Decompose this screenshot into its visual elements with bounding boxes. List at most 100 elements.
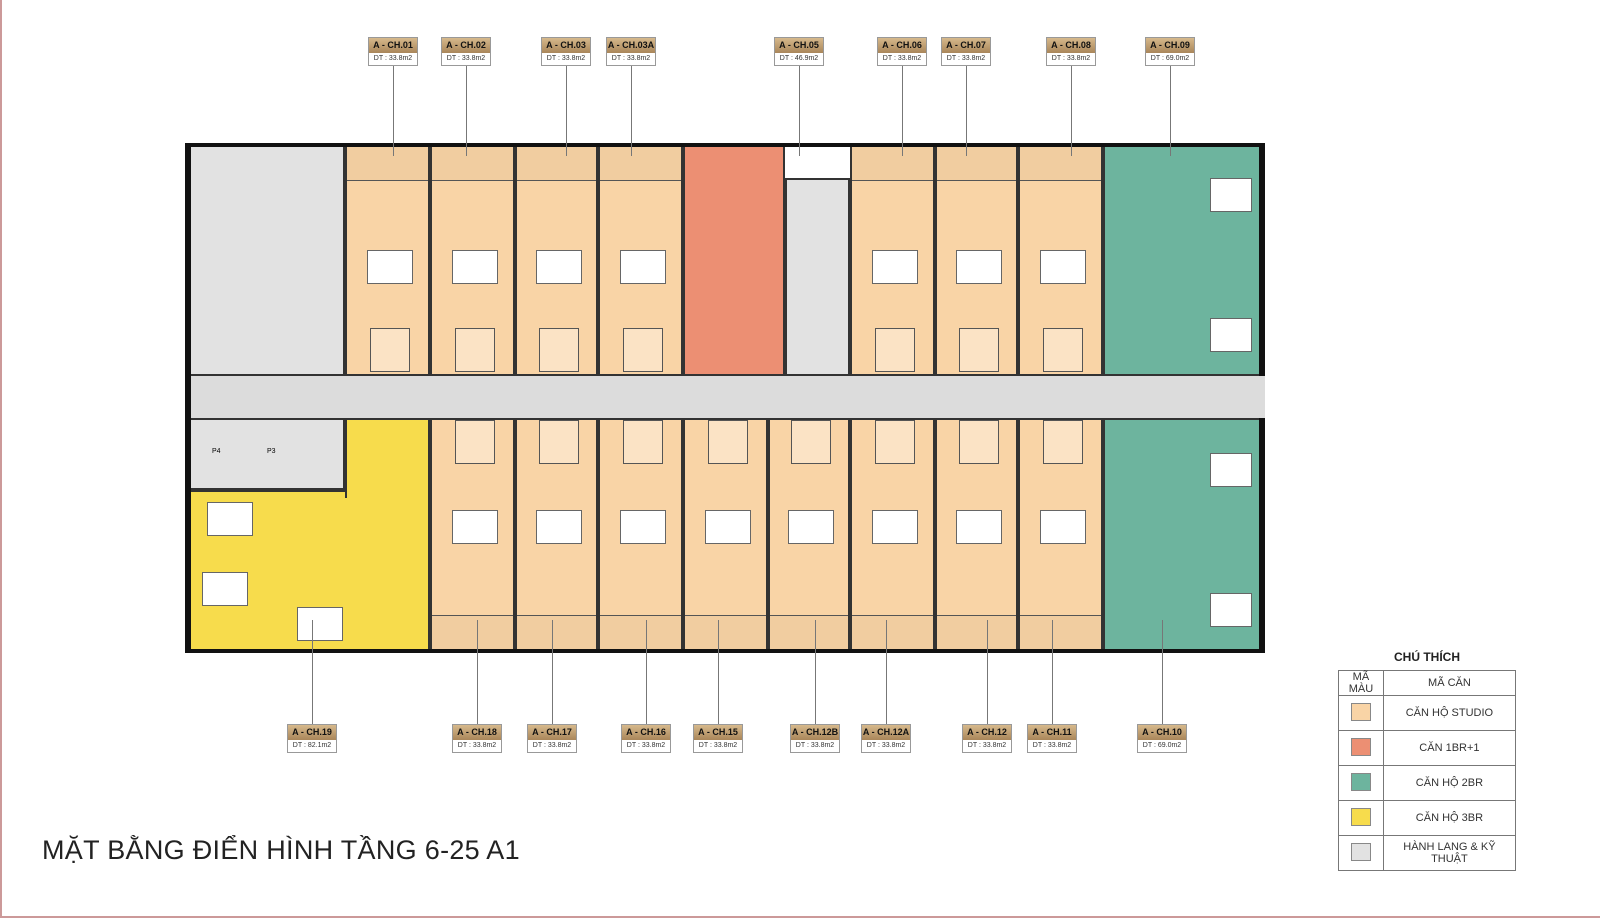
leader-line [312,620,313,724]
unit-top-6[interactable] [850,143,935,376]
legend-title: CHÚ THÍCH [1394,650,1460,664]
unit-code: A - CH.07 [942,38,990,53]
unit-bottom-2[interactable] [430,418,515,653]
leader-line [987,620,988,724]
balcony [937,615,1016,651]
unit-code: A - CH.01 [369,38,417,53]
leader-line [1162,620,1163,724]
bed-icon [207,502,253,536]
corridor [185,376,1265,418]
unit-code: A - CH.09 [1146,38,1194,53]
wall [185,649,1265,653]
legend-swatch-cell [1338,835,1384,871]
bed-icon [1039,510,1086,544]
unit-top-5[interactable] [683,143,785,376]
legend-swatch-cell [1338,695,1384,731]
bathroom [538,420,579,464]
unit-bottom-3[interactable] [515,418,598,653]
unit-top-2[interactable] [430,143,515,376]
leader-line [646,620,647,724]
leader-line [552,620,553,724]
unit-bottom-1[interactable] [185,490,430,653]
unit-bottom-5[interactable] [683,418,768,653]
legend-col-type: MÃ CĂN [1382,670,1517,696]
unit-tag-bottom[interactable]: A - CH.10 DT : 69.0m2 [1137,724,1187,753]
unit-bottom-6[interactable] [768,418,850,653]
bathroom [454,420,495,464]
balcony [432,615,513,651]
unit-code: A - CH.02 [442,38,490,53]
leader-line [393,66,394,156]
bed-icon [366,250,413,284]
unit-code: A - CH.06 [878,38,926,53]
bed-icon [297,607,343,641]
unit-code: A - CH.16 [622,725,670,740]
bed-icon [451,510,498,544]
bed-icon [1210,318,1252,352]
unit-bottom-4[interactable] [598,418,683,653]
bed-icon [704,510,751,544]
balcony [600,145,681,181]
page-title: MẶT BẰNG ĐIỂN HÌNH TẦNG 6-25 A1 [42,835,520,865]
balcony [937,145,1016,181]
balcony [1020,145,1101,181]
unit-bottom-7[interactable] [850,418,935,653]
unit-top-7[interactable] [935,143,1018,376]
unit-code: A - CH.10 [1138,725,1186,740]
unit-area: DT : 33.8m2 [946,55,986,62]
balcony [600,615,681,651]
unit-area: DT : 33.8m2 [611,55,651,62]
legend-label: CĂN 1BR+1 [1382,730,1517,766]
unit-tag-top[interactable]: A - CH.03A DT : 33.8m2 [606,37,656,66]
unit-bottom-8[interactable] [935,418,1018,653]
unit-top-3[interactable] [515,143,598,376]
unit-area: DT : 33.8m2 [626,742,666,749]
leader-line [902,66,903,156]
leader-line [477,620,478,724]
unit-code: A - CH.03A [607,38,655,53]
unit-area: DT : 69.0m2 [1142,742,1182,749]
color-swatch [1350,702,1371,721]
floor-plan: P4 P3 [185,143,1265,653]
unit-bottom-9[interactable] [1018,418,1103,653]
wall [185,143,191,653]
legend-row: CĂN HỘ STUDIO [1338,695,1517,731]
balcony [685,615,766,651]
unit-tag-bottom[interactable]: A - CH.16 DT : 33.8m2 [621,724,671,753]
unit-top-4[interactable] [598,143,683,376]
bathroom [538,328,579,372]
legend-col-color: MÃ MÀU [1338,670,1384,696]
leader-line [466,66,467,156]
unit-area: DT : 33.8m2 [698,742,738,749]
color-swatch [1350,772,1371,791]
unit-area: DT : 33.8m2 [532,742,572,749]
bed-icon [788,510,834,544]
balcony [517,145,596,181]
unit-top-8[interactable] [1018,143,1103,376]
bathroom [369,328,410,372]
unit-tag-top[interactable]: A - CH.07 DT : 33.8m2 [941,37,991,66]
leader-line [566,66,567,156]
unit-code: A - CH.03 [542,38,590,53]
color-swatch [1350,842,1371,861]
leader-line [966,66,967,156]
unit-top-1[interactable] [345,143,430,376]
bathroom [707,420,748,464]
leader-line [1052,620,1053,724]
